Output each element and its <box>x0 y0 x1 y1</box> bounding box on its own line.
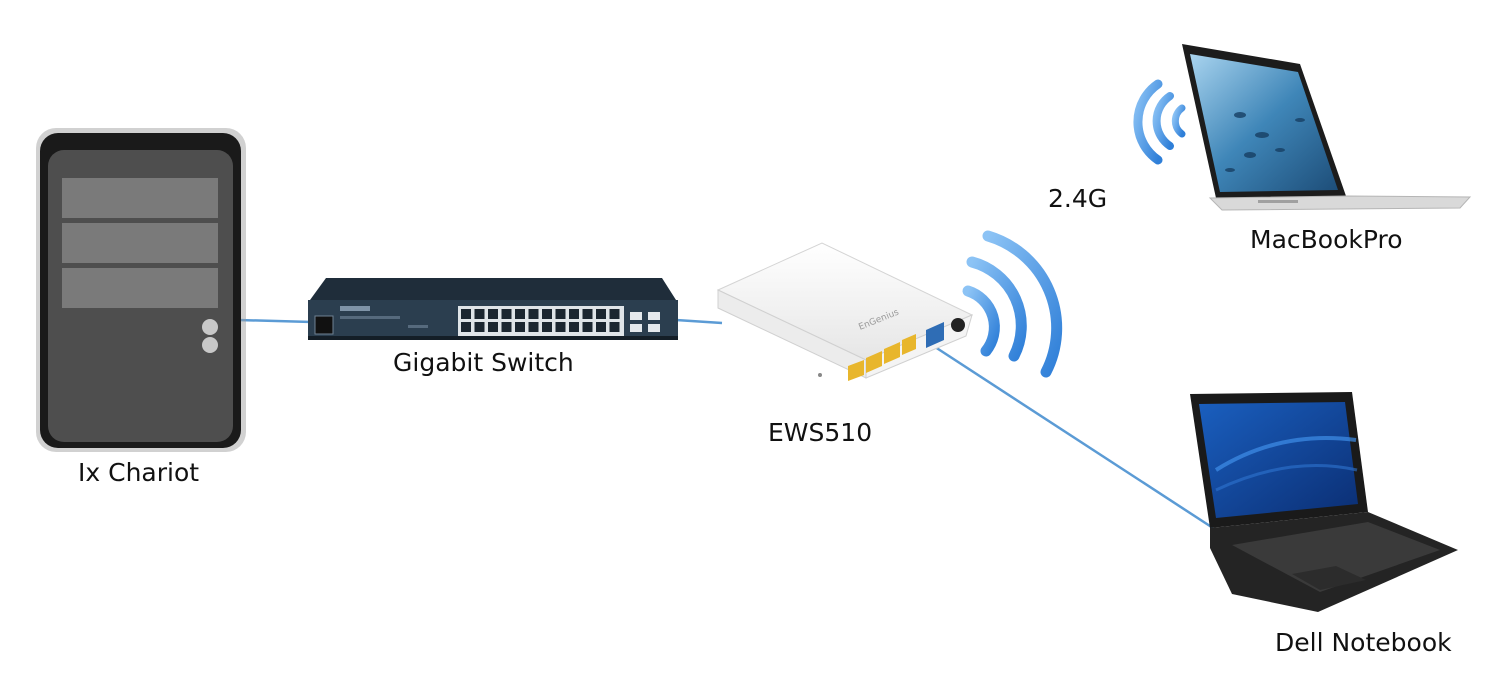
link-switch-ap <box>675 318 723 325</box>
switch-port <box>582 322 593 332</box>
switch-port <box>515 322 525 332</box>
switch-port <box>596 322 606 332</box>
switch-port <box>515 309 525 319</box>
network-switch-icon <box>308 278 678 340</box>
switch-port <box>582 309 593 319</box>
switch-port <box>501 309 512 319</box>
switch-port <box>569 322 579 332</box>
switch-port <box>569 309 579 319</box>
switch-port <box>555 322 566 332</box>
link-ap-dell <box>931 343 1214 530</box>
switch-port <box>474 309 485 319</box>
switch-port <box>596 309 606 319</box>
switch-port <box>488 322 498 332</box>
ap-label: EWS510 <box>768 418 873 447</box>
switch-port <box>609 322 620 332</box>
dell-label: Dell Notebook <box>1275 628 1452 657</box>
wall-access-point-icon: EnGenius <box>716 242 974 381</box>
ap-lan-ports <box>848 334 916 381</box>
wifi-signal-icon <box>962 230 1063 378</box>
switch-port <box>542 322 552 332</box>
switch-port <box>501 322 512 332</box>
band-label: 2.4G <box>1048 184 1108 213</box>
switch-label: Gigabit Switch <box>393 348 574 377</box>
switch-port-block <box>458 306 624 336</box>
switch-port <box>474 322 485 332</box>
switch-port <box>488 309 498 319</box>
switch-port <box>542 309 552 319</box>
switch-port <box>528 322 539 332</box>
wifi-signal-icon <box>1133 79 1186 165</box>
switch-port <box>461 322 471 332</box>
switch-port <box>609 309 620 319</box>
ap-uplink-port <box>926 322 944 348</box>
server-label: Ix Chariot <box>78 458 200 487</box>
tower-server-icon <box>36 128 246 452</box>
link-server-switch <box>237 318 313 324</box>
links <box>237 318 1214 530</box>
macbook-label: MacBookPro <box>1250 225 1403 254</box>
laptop-icon <box>1182 44 1472 211</box>
switch-port <box>528 309 539 319</box>
switch-port <box>555 309 566 319</box>
laptop-icon <box>1190 392 1458 612</box>
switch-port <box>461 309 471 319</box>
